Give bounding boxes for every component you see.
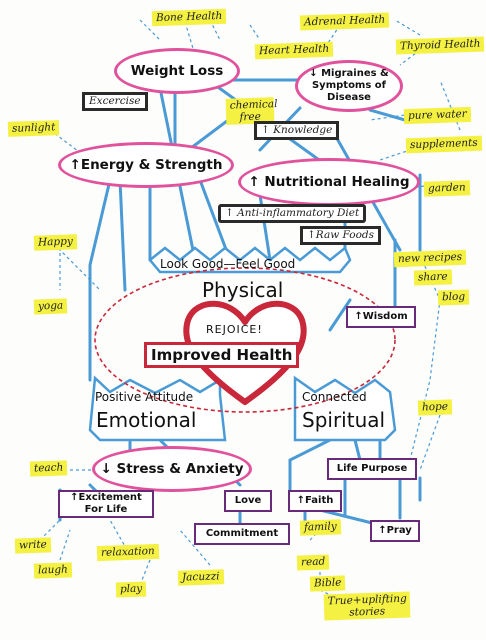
box-life-purpose: Life Purpose	[327, 458, 417, 480]
emotional-label: Emotional	[96, 408, 197, 432]
oval-stress-anxiety: ↓ Stress & Anxiety	[92, 446, 252, 492]
note-play: play	[115, 581, 147, 598]
physical-tagline: Look Good—Feel Good	[160, 257, 296, 271]
box-commitment: Commitment	[194, 523, 290, 545]
note-bone-health: Bone Health	[151, 8, 227, 27]
note-share: share	[413, 269, 452, 286]
box-knowledge: ↑ Knowledge	[254, 121, 340, 140]
note-supplements: supplements	[405, 135, 482, 154]
note-read: read	[296, 554, 330, 571]
note-write: write	[14, 537, 52, 554]
note-adrenal-health: Adrenal Health	[299, 12, 390, 31]
spiritual-tagline: Connected	[302, 390, 367, 404]
box-wisdom: ↑Wisdom	[346, 306, 416, 328]
spiritual-label: Spiritual	[302, 408, 386, 432]
oval-migraines: ↓ Migraines & Symptoms of Disease	[295, 60, 403, 112]
note-family: family	[299, 519, 342, 536]
note-garden: garden	[423, 180, 470, 197]
box-love: Love	[224, 490, 272, 512]
note-new-recipes: new recipes	[393, 249, 467, 268]
note-laugh: laugh	[33, 562, 73, 579]
oval-weight-loss: Weight Loss	[114, 48, 240, 94]
box-faith: ↑Faith	[288, 490, 342, 512]
oval-nutritional-healing: ↑ Nutritional Healing	[238, 158, 420, 206]
note-thyroid-health: Thyroid Health	[395, 36, 485, 55]
note-pure-water: pure water	[403, 106, 472, 125]
note-bible: Bible	[309, 575, 346, 592]
emotional-tagline: Positive Attitude	[95, 390, 194, 404]
oval-energy-strength: ↑Energy & Strength	[58, 142, 234, 188]
note-sunlight: sunlight	[7, 120, 60, 137]
note-jacuzzi: Jacuzzi	[177, 569, 224, 586]
physical-label: Physical	[202, 278, 284, 302]
box-pray: ↑Pray	[370, 520, 420, 542]
note-heart-health: Heart Health	[254, 41, 334, 60]
box-excitement: ↑Excitement For Life	[58, 490, 154, 518]
note-yoga: yoga	[33, 298, 68, 315]
note-happy: Happy	[33, 234, 78, 251]
note-hope: hope	[417, 399, 453, 416]
improved-health-label: Improved Health	[144, 342, 300, 368]
note-blog: blog	[437, 289, 470, 306]
note-teach: teach	[29, 460, 68, 477]
note-true-uplifting: True+uplifting stories	[323, 591, 411, 621]
box-raw-foods: ↑Raw Foods	[300, 226, 381, 245]
box-anti-inflammatory: ↑ Anti-inflammatory Diet	[218, 204, 367, 223]
box-excercise: Excercise	[82, 92, 148, 111]
rejoice-label: REJOICE!	[206, 323, 263, 336]
note-relaxation: relaxation	[96, 543, 159, 562]
